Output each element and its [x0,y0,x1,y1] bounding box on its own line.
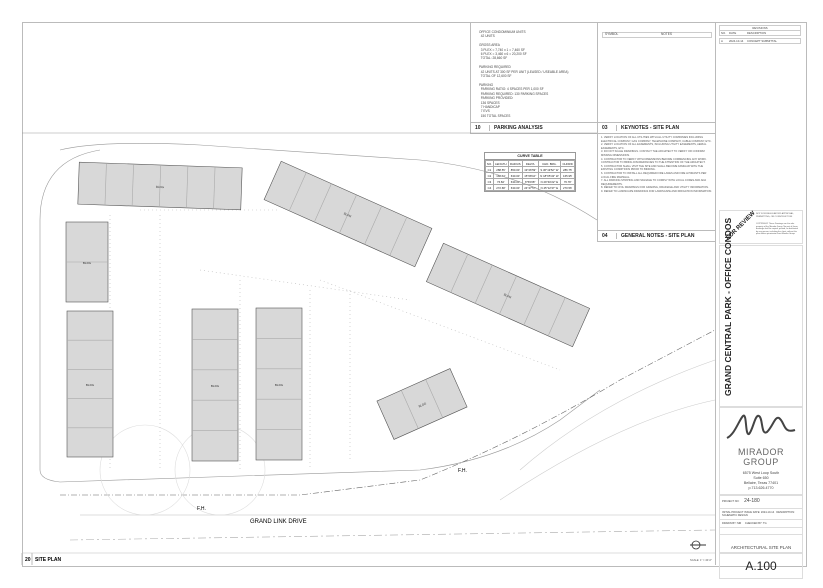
address-line: p.713.626.4770 [748,486,774,490]
address-line: Suite 650 [753,476,769,480]
building-label: BLDG [83,261,92,265]
firm-name: MIRADOR GROUP [738,447,784,467]
building: BLDG [425,242,591,348]
parking-analysis-text: OFFICE CONDOMINIUM UNITS 42 UNITS GROSS … [479,30,569,118]
rev-cell: A [721,39,723,43]
general-notes-panel: 1. VERIFY LOCATION OF ALL UTILITIES WITH… [597,133,716,242]
rev-header: DATE [729,31,737,35]
building: BLDG [191,308,239,462]
general-note: 2. VERIFY LOCATION OF ALL EASEMENTS, INC… [601,143,707,150]
general-note: 7. ALL PARKING STRIPING AND SIGNAGE TO C… [601,179,706,186]
building-label: BLDG [156,185,165,189]
copyright-note: COPYRIGHT: These Drawings are the sole p… [756,223,798,236]
sheet-border [22,22,807,567]
building: BLDG [376,368,468,440]
sheet-number: A.100 [719,553,803,579]
detail-title: PARKING ANALYSIS [489,125,543,131]
building: BLDG [65,221,109,303]
general-note: 8. REFER TO CIVIL DRAWINGS FOR GRADING, … [601,186,709,190]
checked-by: TG [763,522,767,525]
building: BLDG [77,161,243,211]
building-label: BLDG [503,292,513,299]
detail-number: 03 [602,125,608,131]
building: BLDG [66,310,114,458]
firm-logo: MIRADOR GROUP 6575 West Loop South Suite… [719,407,803,495]
issue-label: INITIAL PROJECT ISSUE DATE: [722,511,761,514]
building-label: BLDG [275,383,284,387]
keynotes-notes-header: NOTES [661,32,672,36]
fire-hydrant-label: F.H. [197,506,206,512]
detail-number: 20 [25,557,31,563]
general-note: 4. CONTRACTOR TO VERIFY WITH DIMENSIONS … [601,157,707,165]
address-line: Bellaire, Texas 77401 [743,481,779,485]
title-block: REVISIONS NO. DATE DESCRIPTION A 2024-10… [715,22,806,579]
detail-title: GENERAL NOTES - SITE PLAN [616,233,695,239]
project-info: PROJECT NO: 24-180 INITIAL PROJECT ISSUE… [719,495,803,553]
description: SCHEMATIC DESIGN [722,514,748,517]
curve-table-cell: 270.56' [560,184,575,191]
rev-header: DESCRIPTION [747,31,767,35]
scale-label: SCALE: 1" = 40'-0" [690,558,712,562]
project-no-label: PROJECT NO: [722,500,740,503]
general-note: 1. VERIFY LOCATION OF ALL UTILITIES WITH… [601,136,712,143]
revisions-table: REVISIONS NO. DATE DESCRIPTION A 2024-10… [719,25,801,44]
drawn-label: DRAWN BY: [722,522,737,525]
keynotes-symbol-header: SYMBOL [605,32,619,36]
building-label: BLDG [211,384,220,388]
stamp-note: NOT FOR REGULATORY APPROVAL, PERMITTING,… [756,213,794,218]
building-label: BLDG [343,211,353,218]
rev-cell: CONCEPT SUBMITTAL [747,39,777,43]
detail-title: KEYNOTES - SITE PLAN [616,125,679,131]
general-note: 9. REFER TO LANDSCAPE DRAWINGS FOR LANDS… [601,189,712,193]
review-stamp: FOR REVIEW NOT FOR REGULATORY APPROVAL, … [719,210,803,244]
building-label: BLDG [418,401,428,408]
description-label: DESCRIPTION: [776,511,795,514]
checked-label: CHECKED BY: [744,522,763,525]
building: BLDG [263,160,433,268]
building-label: BLDG [86,383,95,387]
detail-number: 10 [475,125,481,131]
curve-table-title: CURVE TABLE [485,153,575,160]
detail-title: SITE PLAN [35,557,62,563]
revisions-title: REVISIONS [719,25,801,31]
building: BLDG [255,307,303,461]
mirador-logo-icon [726,414,796,439]
general-note: 6. CONTRACTOR TO INSTALL ALL REQUIRED FI… [601,171,707,179]
address-line: 6575 West Loop South [742,471,780,475]
rev-header: NO. [721,31,726,35]
project-no: 24-180 [744,498,760,504]
general-note: 5. CONTRACTOR SHALL VISIT THE SITE AND S… [601,164,704,172]
curve-table-cell: 630.00' [507,184,523,191]
parking-analysis-panel: OFFICE CONDOMINIUM UNITS 42 UNITS GROSS … [470,22,598,134]
detail-number: 04 [602,233,608,239]
fire-hydrant-label: F.H. [458,468,467,474]
sheet-title: ARCHITECTURAL SITE PLAN [720,534,802,550]
rev-cell: 2024-10-14 [729,39,744,43]
street-name: GRAND LINK DRIVE [250,519,307,525]
north-arrow-icon [690,540,706,550]
drawn-by: MR [737,522,742,525]
general-note: 3. DO NOT SCALE DRAWINGS. CONTACT THE AR… [601,150,705,157]
keynotes-panel: SYMBOL NOTES 03 KEYNOTES - SITE PLAN [597,22,716,134]
issue-date: 2024-10-14 [760,511,775,514]
